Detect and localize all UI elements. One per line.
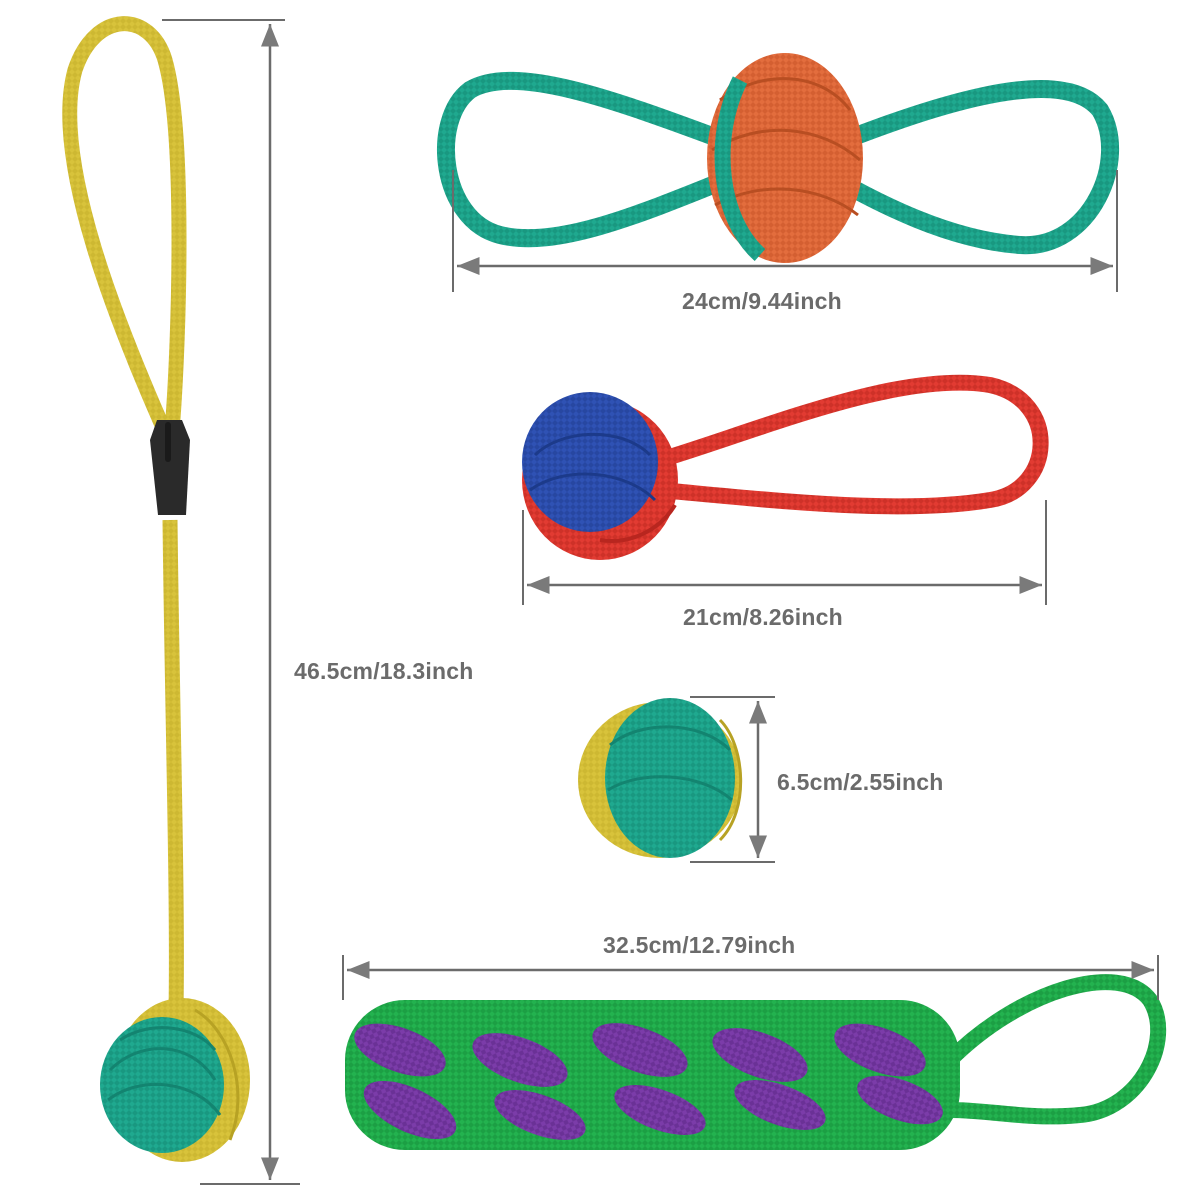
slider-clip-icon <box>150 420 190 515</box>
toy-handle-ball-rope <box>62 16 250 1162</box>
dimension-line-toy-1 <box>162 19 300 1185</box>
toy-small-knot-ball <box>578 698 743 858</box>
dimension-label-toy-1: 46.5cm/18.3inch <box>294 658 474 684</box>
dimension-line-toy-2 <box>452 170 1118 292</box>
toy-braided-chew-tug <box>345 974 1167 1150</box>
toy-ball-loop-tug <box>522 374 1049 560</box>
dimension-label-toy-5: 32.5cm/12.79inch <box>603 932 796 958</box>
dimension-line-toy-4 <box>690 696 775 863</box>
dimension-label-toy-4: 6.5cm/2.55inch <box>777 769 944 795</box>
dimension-line-toy-5 <box>342 955 1159 1000</box>
dimension-label-toy-3: 21cm/8.26inch <box>683 604 843 630</box>
toy-double-loop-tug <box>437 53 1119 263</box>
dimension-line-toy-3 <box>522 500 1047 605</box>
knot-ball <box>100 998 250 1162</box>
dimension-label-toy-2: 24cm/9.44inch <box>682 288 842 314</box>
